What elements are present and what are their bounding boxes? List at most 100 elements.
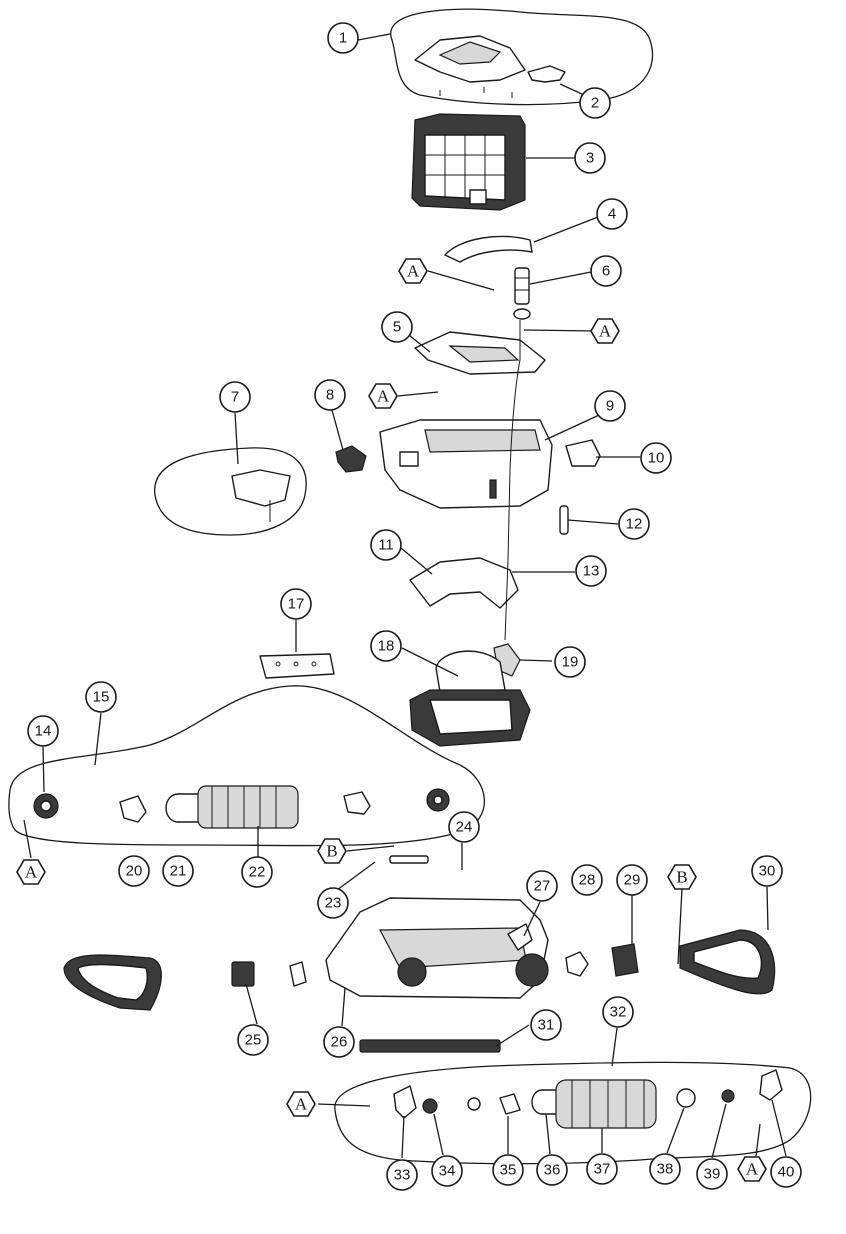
ref-leader: [346, 845, 395, 852]
callout-17: 17: [280, 588, 312, 620]
lid-part-1: [414, 35, 526, 98]
body-shell-part-9: [379, 419, 553, 509]
ref-leader: [397, 391, 439, 397]
callout-label: 14: [35, 723, 52, 740]
callout-label: 17: [288, 596, 305, 613]
callout-35: 35: [492, 1154, 524, 1186]
callout-label: 37: [594, 1161, 611, 1178]
callout-28: 28: [571, 864, 603, 896]
callout-22: 22: [241, 856, 273, 888]
ref-marker-label: A: [25, 863, 38, 882]
callout-14: 14: [27, 715, 59, 747]
part-29: [611, 943, 639, 977]
ref-marker-label: A: [407, 262, 420, 281]
part-12: [559, 505, 569, 535]
ref-marker-b-center: B: [317, 838, 347, 864]
callout-7: 7: [219, 381, 251, 413]
callout-4: 4: [596, 198, 628, 230]
part-28: [565, 951, 589, 977]
leader-lines: [42, 33, 787, 1159]
callout-label: 8: [326, 387, 334, 404]
callout-label: 13: [583, 563, 600, 580]
callout-label: 6: [602, 263, 610, 280]
part-20: [119, 795, 147, 823]
callout-label: 35: [500, 1162, 517, 1179]
callout-29: 29: [616, 864, 648, 896]
part-31: [359, 1039, 501, 1053]
callout-label: 10: [648, 450, 665, 467]
callout-21: 21: [162, 855, 194, 887]
callout-26: 26: [323, 1026, 355, 1058]
ref-marker-label: A: [295, 1095, 308, 1114]
part-34: [422, 1098, 438, 1114]
part-7: [231, 469, 291, 522]
callout-12: 12: [618, 508, 650, 540]
callout-label: 26: [331, 1034, 348, 1051]
callout-5: 5: [381, 311, 413, 343]
callout-label: 3: [586, 150, 594, 167]
cable-part-13: [504, 320, 521, 641]
callout-label: 34: [439, 1163, 456, 1180]
callout-23: 23: [317, 887, 349, 919]
callout-label: 5: [393, 319, 401, 336]
ref-leader: [677, 888, 683, 965]
callout-label: 38: [657, 1161, 674, 1178]
callout-1: 1: [327, 22, 359, 54]
callout-19: 19: [554, 646, 586, 678]
part-38: [676, 1088, 696, 1108]
ref-leader: [427, 270, 495, 291]
nut-part: [467, 1097, 481, 1111]
callout-label: 7: [231, 389, 239, 406]
callout-label: 4: [608, 206, 616, 223]
part-25: [231, 961, 307, 987]
callout-label: 27: [534, 878, 551, 895]
track-part-30: [679, 929, 776, 995]
callout-label: 20: [126, 863, 143, 880]
callout-2: 2: [579, 87, 611, 119]
track-part-left: [63, 954, 162, 1011]
part-40: [759, 1069, 783, 1101]
ref-marker-b-right: B: [667, 864, 697, 890]
brush-part-22: [197, 785, 299, 829]
callout-8: 8: [314, 379, 346, 411]
callout-31: 31: [530, 1009, 562, 1041]
group-outline-7: [154, 447, 307, 536]
bushing-part: [343, 791, 371, 815]
ref-leader: [23, 819, 32, 859]
ref-marker-a-left: A: [16, 859, 46, 885]
callout-38: 38: [649, 1153, 681, 1185]
ref-leader: [755, 1123, 761, 1157]
callout-30: 30: [751, 855, 783, 887]
callout-label: 39: [704, 1166, 721, 1183]
part-33: [393, 1085, 417, 1119]
callout-40: 40: [770, 1156, 802, 1188]
callout-label: 23: [325, 895, 342, 912]
callout-10: 10: [640, 442, 672, 474]
part-39: [721, 1089, 735, 1103]
swivel-part-6: [513, 267, 531, 320]
ref-marker-label: B: [676, 868, 687, 887]
gear-part-14: [33, 793, 59, 819]
callout-label: 9: [606, 398, 614, 415]
callout-11: 11: [370, 529, 402, 561]
chassis-part-26: [325, 897, 549, 999]
top-cover-part-5: [414, 331, 546, 375]
callout-label: 21: [170, 863, 187, 880]
callout-label: 18: [378, 638, 395, 655]
part-10: [565, 439, 601, 467]
ref-marker-label: B: [326, 842, 337, 861]
ref-marker-label: A: [746, 1160, 759, 1179]
callout-39: 39: [696, 1158, 728, 1190]
group-outline-15: [8, 685, 485, 847]
callout-label: 2: [591, 95, 599, 112]
callout-13: 13: [575, 555, 607, 587]
callout-label: 15: [93, 689, 110, 706]
part-17: [259, 653, 335, 679]
ref-marker-a-bottom-right: A: [737, 1156, 767, 1182]
handle-part-4: [444, 235, 533, 263]
ref-marker-a-top: A: [398, 258, 428, 284]
ref-marker-a-body: A: [368, 383, 398, 409]
callout-label: 25: [245, 1032, 262, 1049]
callout-3: 3: [574, 142, 606, 174]
